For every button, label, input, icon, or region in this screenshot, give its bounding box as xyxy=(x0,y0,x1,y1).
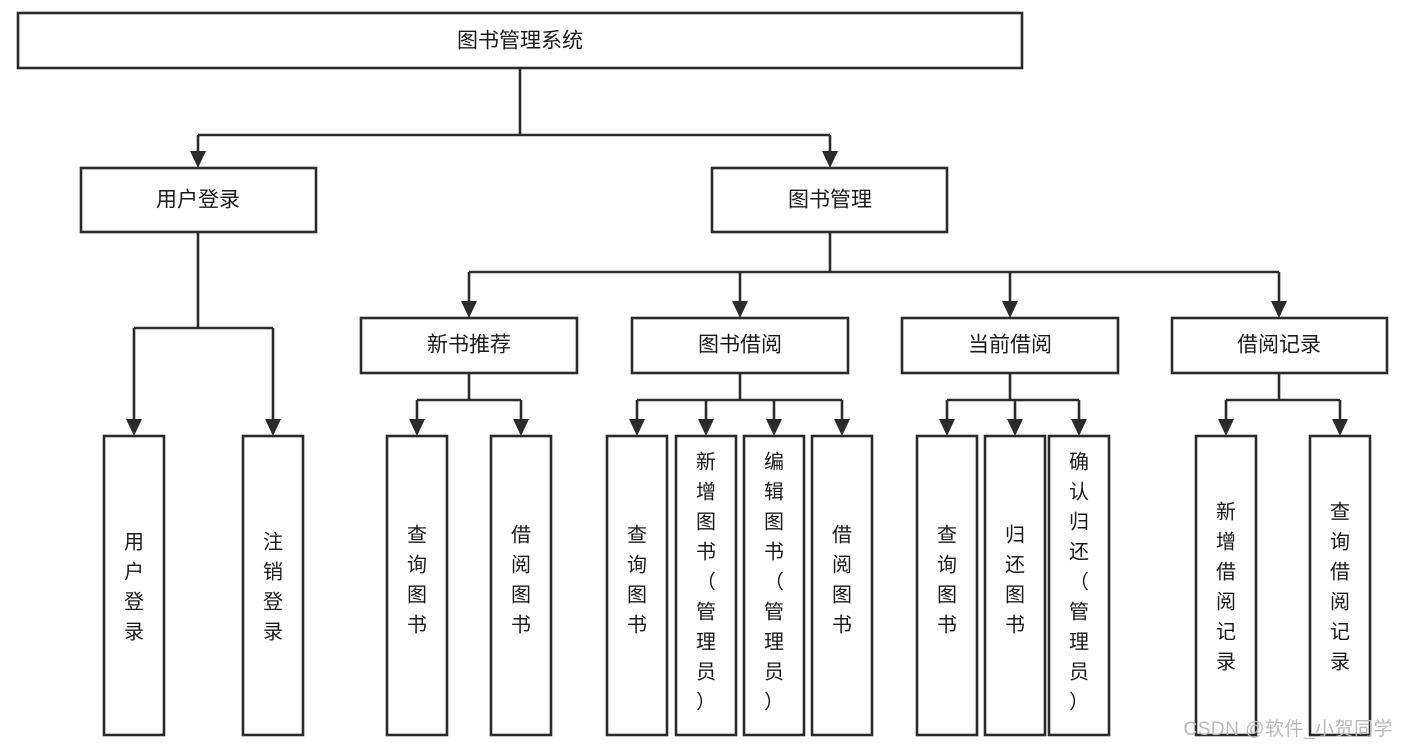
node-user-login-box[interactable] xyxy=(79,166,318,234)
node-current-borrow-label: 当前借阅 xyxy=(968,334,1052,357)
node-book-borrow-box[interactable] xyxy=(630,316,850,375)
arrow-icon-leaf-edit-book xyxy=(766,419,782,436)
node-leaf-edit-book[interactable]: 编辑图书（管理员） xyxy=(742,434,806,737)
node-book-borrow[interactable]: 图书借阅 xyxy=(630,316,850,375)
node-leaf-user-login[interactable]: 用户登录 xyxy=(102,434,166,737)
arrow-icon-leaf-query-book-2 xyxy=(629,419,645,436)
node-book-manage[interactable]: 图书管理 xyxy=(710,166,949,234)
arrow-icon-to-user-login xyxy=(190,151,206,168)
node-root[interactable]: 图书管理系统 xyxy=(16,11,1024,70)
node-leaf-query-book-3-label: 查询图书 xyxy=(937,523,957,636)
arrow-icon-leaf-query-record xyxy=(1332,419,1348,436)
node-leaf-return-book-label: 归还图书 xyxy=(1005,523,1025,636)
node-leaf-query-record-box[interactable] xyxy=(1308,434,1372,737)
node-leaf-return-book[interactable]: 归还图书 xyxy=(983,434,1047,737)
node-leaf-borrow-book-2-box[interactable] xyxy=(810,434,874,737)
node-user-login-label: 用户登录 xyxy=(156,189,240,212)
node-leaf-add-record-box[interactable] xyxy=(1194,434,1258,737)
node-leaf-add-book[interactable]: 新增图书（管理员） xyxy=(674,434,738,737)
node-leaf-query-book-1[interactable]: 查询图书 xyxy=(385,434,449,737)
node-borrow-record-label: 借阅记录 xyxy=(1237,334,1321,357)
node-leaf-add-record[interactable]: 新增借阅记录 xyxy=(1194,434,1258,737)
connector-group-new-book-recommend xyxy=(409,373,529,436)
node-leaf-confirm-return-label: 确认归还（管理员） xyxy=(1069,450,1089,713)
node-new-book-recommend-box[interactable] xyxy=(359,316,579,375)
node-leaf-query-book-2-label: 查询图书 xyxy=(627,523,647,636)
arrow-icon-leaf-user-login xyxy=(126,419,142,436)
node-leaf-confirm-return[interactable]: 确认归还（管理员） xyxy=(1047,434,1111,737)
node-book-manage-box[interactable] xyxy=(710,166,949,234)
node-leaf-user-logout[interactable]: 注销登录 xyxy=(241,434,305,737)
node-leaf-user-logout-box[interactable] xyxy=(241,434,305,737)
node-leaf-add-record-label: 新增借阅记录 xyxy=(1216,500,1236,673)
arrow-icon-leaf-query-book-3 xyxy=(939,419,955,436)
arrow-icon-leaf-confirm-return xyxy=(1071,419,1087,436)
connector-group-book-manage xyxy=(461,232,1287,318)
node-leaf-query-book-1-label: 查询图书 xyxy=(407,523,427,636)
node-leaf-add-book-label: 新增图书（管理员） xyxy=(696,450,716,713)
connector-group-current-borrow xyxy=(939,373,1087,436)
node-leaf-query-book-3-box[interactable] xyxy=(915,434,979,737)
node-root-box[interactable] xyxy=(16,11,1024,70)
node-user-login[interactable]: 用户登录 xyxy=(79,166,318,234)
node-leaf-query-book-2-box[interactable] xyxy=(605,434,669,737)
node-leaf-borrow-book-1-box[interactable] xyxy=(489,434,553,737)
node-leaf-query-record-label: 查询借阅记录 xyxy=(1330,500,1350,673)
node-book-manage-label: 图书管理 xyxy=(788,189,872,212)
node-leaf-borrow-book-1[interactable]: 借阅图书 xyxy=(489,434,553,737)
connector-group-root xyxy=(190,68,838,168)
csdn-watermark: CSDN @软件_小贺同学 xyxy=(1183,719,1393,740)
connector-group-borrow-record xyxy=(1218,373,1348,436)
node-leaf-user-logout-label: 注销登录 xyxy=(263,530,283,643)
arrow-icon-new-book-recommend xyxy=(461,301,477,318)
node-leaf-edit-book-label: 编辑图书（管理员） xyxy=(764,450,784,713)
node-leaf-query-book-2[interactable]: 查询图书 xyxy=(605,434,669,737)
node-borrow-record-box[interactable] xyxy=(1170,316,1389,375)
node-leaf-user-login-label: 用户登录 xyxy=(124,531,144,643)
arrow-icon-leaf-add-record xyxy=(1218,419,1234,436)
node-book-borrow-label: 图书借阅 xyxy=(698,334,782,357)
node-leaf-add-book-box[interactable] xyxy=(674,434,738,737)
node-leaf-query-book-1-box[interactable] xyxy=(385,434,449,737)
node-leaf-borrow-book-2-label: 借阅图书 xyxy=(832,523,852,636)
arrow-icon-book-borrow xyxy=(732,301,748,318)
arrow-icon-to-book-manage xyxy=(822,151,838,168)
arrow-icon-leaf-user-logout xyxy=(265,419,281,436)
node-leaf-query-record[interactable]: 查询借阅记录 xyxy=(1308,434,1372,737)
arrow-icon-leaf-borrow-book-1 xyxy=(513,419,529,436)
node-current-borrow-box[interactable] xyxy=(900,316,1120,375)
node-borrow-record[interactable]: 借阅记录 xyxy=(1170,316,1389,375)
node-leaf-query-book-3[interactable]: 查询图书 xyxy=(915,434,979,737)
connector-group-book-borrow xyxy=(629,373,850,436)
node-new-book-recommend[interactable]: 新书推荐 xyxy=(359,316,579,375)
node-leaf-confirm-return-box[interactable] xyxy=(1047,434,1111,737)
node-leaf-return-book-box[interactable] xyxy=(983,434,1047,737)
node-root-label: 图书管理系统 xyxy=(457,30,583,53)
node-leaf-borrow-book-2[interactable]: 借阅图书 xyxy=(810,434,874,737)
connector-group-user-login xyxy=(126,232,281,436)
node-leaf-borrow-book-1-label: 借阅图书 xyxy=(511,523,531,636)
arrow-icon-leaf-borrow-book-2 xyxy=(834,419,850,436)
arrow-icon-leaf-query-book-1 xyxy=(409,419,425,436)
arrow-icon-borrow-record xyxy=(1271,301,1287,318)
arrow-icon-leaf-add-book xyxy=(698,419,714,436)
arrow-icon-current-borrow xyxy=(1002,301,1018,318)
arrow-icon-leaf-return-book xyxy=(1007,419,1023,436)
node-new-book-recommend-label: 新书推荐 xyxy=(427,334,511,357)
node-leaf-edit-book-box[interactable] xyxy=(742,434,806,737)
node-leaf-user-login-box[interactable] xyxy=(102,434,166,737)
node-current-borrow[interactable]: 当前借阅 xyxy=(900,316,1120,375)
